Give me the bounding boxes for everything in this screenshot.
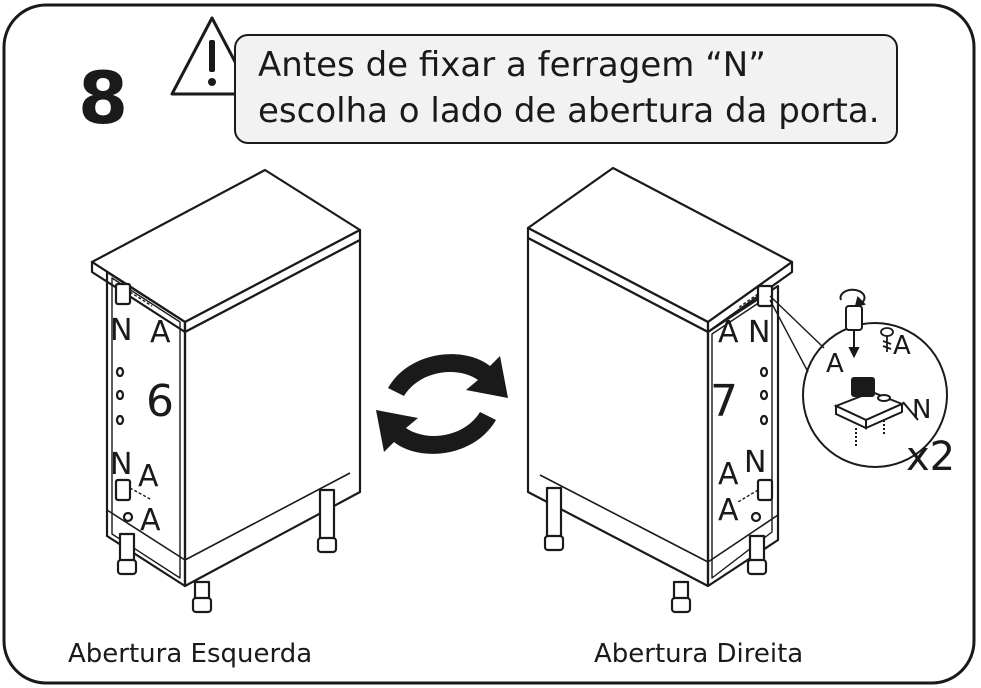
detail-quantity: x2 — [906, 434, 955, 480]
right-screw-markers — [737, 293, 759, 503]
detail-callout — [769, 295, 948, 468]
warning-triangle-icon — [170, 16, 254, 96]
warning-text-line2: escolha o lado de abertura da porta. — [258, 91, 880, 131]
right-panel-number: 7 — [710, 376, 738, 427]
left-label-a-bottom1: A — [138, 459, 159, 494]
detail-label-a2: A — [893, 331, 911, 361]
right-label-a-bottom1: A — [718, 457, 739, 492]
screw-icon — [880, 327, 894, 352]
right-caption: Abertura Direita — [594, 639, 804, 669]
frame-border — [2, 3, 976, 685]
screwdriver-icon — [839, 288, 866, 359]
right-cabinet — [526, 166, 794, 614]
left-panel-number: 6 — [146, 376, 174, 427]
left-label-a-bottom2: A — [140, 503, 161, 538]
left-label-a-top: A — [150, 315, 171, 350]
left-caption: Abertura Esquerda — [68, 639, 313, 669]
left-label-n-bottom: N — [110, 447, 132, 482]
right-label-n-top: N — [748, 315, 770, 350]
left-cabinet — [90, 168, 362, 614]
warning-box — [234, 34, 898, 144]
right-label-a-bottom2: A — [718, 493, 739, 528]
hinge-plate-icon — [833, 377, 919, 446]
left-label-n-top: N — [110, 313, 132, 348]
detail-label-a1: A — [826, 349, 844, 379]
step-number: 8 — [78, 56, 129, 140]
swap-arrows-icon — [376, 354, 508, 454]
right-label-n-bottom: N — [744, 445, 766, 480]
right-label-a-top: A — [718, 315, 739, 350]
left-screw-markers — [129, 291, 153, 501]
detail-label-n: N — [912, 395, 931, 425]
warning-text-line1: Antes de fixar a ferragem “N” — [258, 45, 766, 85]
